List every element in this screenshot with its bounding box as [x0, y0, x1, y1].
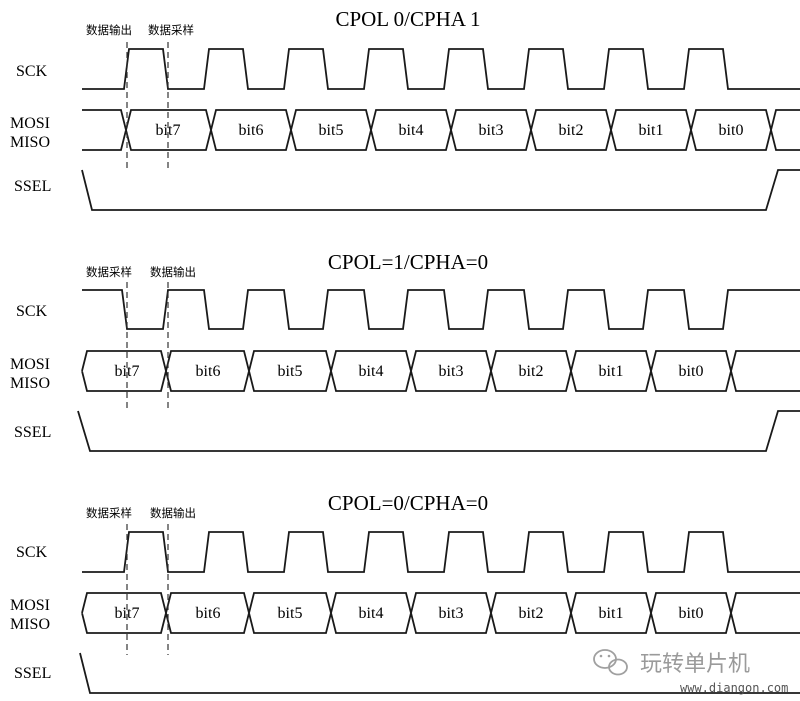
mosi-miso-waveform — [82, 109, 800, 151]
bit-label: bit4 — [359, 363, 384, 380]
bit-label: bit1 — [599, 605, 624, 622]
bit-label: bit2 — [519, 363, 544, 380]
panel-3: CPOL=0/CPHA=0 数据采样 数据输出 SCK MOSI MISO SS… — [10, 491, 800, 694]
bit-label: bit7 — [115, 363, 140, 380]
bit-label: bit7 — [115, 605, 140, 622]
wechat-icon — [593, 649, 628, 676]
sck-waveform — [82, 289, 800, 330]
panel-title: CPOL=1/CPHA=0 — [328, 250, 488, 274]
bit-label: bit6 — [196, 605, 221, 622]
panel-2: CPOL=1/CPHA=0 数据采样 数据输出 SCK MOSI MISO SS… — [10, 250, 800, 452]
annotation-right: 数据采样 — [148, 23, 194, 37]
bit-label: bit5 — [278, 605, 303, 622]
watermark-site: www.diangon.com — [680, 681, 788, 695]
annotation-left: 数据采样 — [86, 506, 132, 520]
annotation-right: 数据输出 — [150, 506, 196, 520]
signal-label-mosi: MOSI — [10, 597, 50, 614]
bit-label: bit4 — [359, 605, 384, 622]
bit-label: bit0 — [679, 605, 704, 622]
bit-label: bit1 — [599, 363, 624, 380]
signal-label-sck: SCK — [16, 63, 48, 80]
panel-title: CPOL 0/CPHA 1 — [335, 7, 480, 31]
signal-label-miso: MISO — [10, 616, 50, 633]
panel-1: CPOL 0/CPHA 1 数据输出 数据采样 SCK MOSI MISO SS… — [10, 7, 800, 211]
signal-label-mosi: MOSI — [10, 356, 50, 373]
mosi-miso-waveform — [81, 592, 800, 634]
annotation-left: 数据采样 — [86, 265, 132, 279]
signal-label-miso: MISO — [10, 134, 50, 151]
sck-waveform — [82, 48, 800, 90]
panel-title: CPOL=0/CPHA=0 — [328, 491, 488, 515]
bit-label: bit3 — [479, 122, 504, 139]
ssel-waveform — [77, 410, 800, 452]
bit-label: bit1 — [639, 122, 664, 139]
bit-label: bit3 — [439, 363, 464, 380]
signal-label-miso: MISO — [10, 375, 50, 392]
ssel-waveform — [81, 169, 800, 211]
watermark-text: 玩转单片机 — [640, 652, 750, 677]
signal-label-ssel: SSEL — [14, 424, 51, 441]
bit-label: bit2 — [559, 122, 584, 139]
bit-label: bit0 — [719, 122, 744, 139]
ssel-waveform — [79, 652, 800, 694]
signal-label-ssel: SSEL — [14, 178, 51, 195]
signal-label-sck: SCK — [16, 303, 48, 320]
bit-label: bit6 — [239, 122, 264, 139]
signal-label-mosi: MOSI — [10, 115, 50, 132]
signal-label-ssel: SSEL — [14, 665, 51, 682]
bit-label: bit6 — [196, 363, 221, 380]
annotation-left: 数据输出 — [86, 23, 132, 37]
watermark: 玩转单片机 www.diangon.com — [593, 649, 788, 695]
sck-waveform — [82, 531, 800, 573]
mosi-miso-waveform — [81, 350, 800, 392]
annotation-right: 数据输出 — [150, 265, 196, 279]
bit-label: bit0 — [679, 363, 704, 380]
signal-label-sck: SCK — [16, 544, 48, 561]
bit-label: bit2 — [519, 605, 544, 622]
bit-label: bit4 — [399, 122, 424, 139]
bit-label: bit5 — [278, 363, 303, 380]
bit-label: bit3 — [439, 605, 464, 622]
bit-label: bit5 — [319, 122, 344, 139]
bit-label: bit7 — [156, 122, 181, 139]
